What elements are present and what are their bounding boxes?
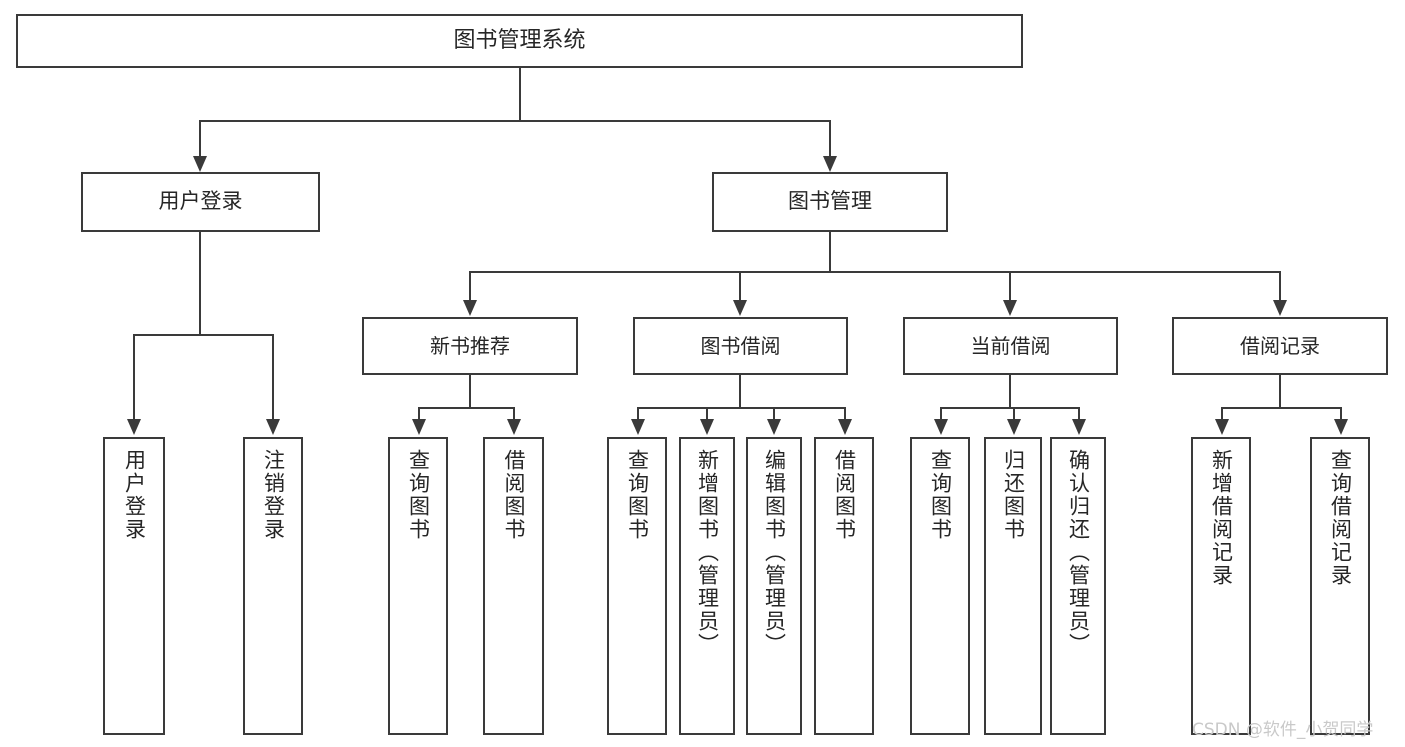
connector-root-stem <box>519 68 521 122</box>
node-book-manage[interactable]: 图书管理 <box>712 172 948 232</box>
connector-user-login-bar <box>133 334 273 336</box>
node-leaf-add-record[interactable]: 新增借阅记录 <box>1191 437 1251 735</box>
connector-to-book-manage <box>829 120 831 158</box>
node-leaf-add-book[interactable]: 新增图书（管理员） <box>679 437 735 735</box>
node-book-borrow-label: 图书借阅 <box>700 333 781 358</box>
node-leaf-query-book-1-label: 查询图书 <box>406 449 431 541</box>
node-leaf-query-book-1[interactable]: 查询图书 <box>388 437 448 735</box>
node-leaf-borrow-book-2-label: 借阅图书 <box>832 449 857 541</box>
node-leaf-confirm-return[interactable]: 确认归还（管理员） <box>1050 437 1106 735</box>
arrowhead-to-leaf-query-record <box>1334 419 1348 435</box>
connector-to-leaf-borrow-book-2 <box>844 407 846 421</box>
node-current-borrow[interactable]: 当前借阅 <box>903 317 1118 375</box>
node-leaf-query-record[interactable]: 查询借阅记录 <box>1310 437 1370 735</box>
node-leaf-borrow-book-2[interactable]: 借阅图书 <box>814 437 874 735</box>
arrowhead-to-leaf-query-book-1 <box>412 419 426 435</box>
node-leaf-borrow-book-1[interactable]: 借阅图书 <box>483 437 544 735</box>
node-leaf-return-book-label: 归还图书 <box>1001 449 1026 541</box>
connector-to-leaf-add-book <box>706 407 708 421</box>
node-new-book-recommend-label: 新书推荐 <box>430 333 510 358</box>
connector-level2-bar <box>469 271 1280 273</box>
connector-to-new-book-recommend <box>469 271 471 302</box>
node-leaf-query-book-2[interactable]: 查询图书 <box>607 437 667 735</box>
arrowhead-to-borrow-record <box>1273 300 1287 316</box>
node-book-borrow[interactable]: 图书借阅 <box>633 317 848 375</box>
connector-to-leaf-user-login <box>133 334 135 421</box>
arrowhead-to-leaf-borrow-book-2 <box>838 419 852 435</box>
connector-to-leaf-return-book <box>1013 407 1015 421</box>
arrowhead-to-leaf-user-login <box>127 419 141 435</box>
node-root-system-label: 图书管理系统 <box>453 27 586 53</box>
arrowhead-to-leaf-return-book <box>1007 419 1021 435</box>
connector-current-borrow-stem <box>1009 375 1011 408</box>
node-user-login-label: 用户登录 <box>158 189 243 214</box>
node-leaf-logout-label: 注销登录 <box>261 449 286 541</box>
arrowhead-to-leaf-borrow-book-1 <box>507 419 521 435</box>
node-leaf-logout[interactable]: 注销登录 <box>243 437 303 735</box>
arrowhead-to-user-login <box>193 156 207 172</box>
node-leaf-borrow-book-1-label: 借阅图书 <box>502 449 526 541</box>
connector-book-borrow-stem <box>739 375 741 408</box>
node-user-login[interactable]: 用户登录 <box>81 172 320 232</box>
connector-user-login-stem <box>199 232 201 334</box>
node-leaf-add-record-label: 新增借阅记录 <box>1209 449 1234 587</box>
arrowhead-to-leaf-edit-book <box>767 419 781 435</box>
arrowhead-to-leaf-add-book <box>700 419 714 435</box>
arrowhead-to-leaf-logout <box>266 419 280 435</box>
connector-to-current-borrow <box>1009 271 1011 302</box>
arrowhead-to-leaf-confirm-return <box>1072 419 1086 435</box>
node-leaf-query-book-2-label: 查询图书 <box>625 449 650 541</box>
node-leaf-query-book-3[interactable]: 查询图书 <box>910 437 970 735</box>
node-leaf-user-login[interactable]: 用户登录 <box>103 437 165 735</box>
node-leaf-user-login-label: 用户登录 <box>122 449 147 541</box>
connector-to-leaf-query-book-3 <box>940 407 942 421</box>
node-borrow-record-label: 借阅记录 <box>1240 333 1320 358</box>
arrowhead-to-book-manage <box>823 156 837 172</box>
connector-borrow-record-bar <box>1221 407 1340 409</box>
connector-to-leaf-logout <box>272 334 274 421</box>
connector-to-borrow-record <box>1279 271 1281 302</box>
node-leaf-query-book-3-label: 查询图书 <box>928 449 953 541</box>
node-leaf-edit-book[interactable]: 编辑图书（管理员） <box>746 437 802 735</box>
node-book-manage-label: 图书管理 <box>788 189 872 214</box>
node-leaf-query-record-label: 查询借阅记录 <box>1328 449 1353 587</box>
connector-to-user-login <box>199 120 201 158</box>
connector-book-borrow-bar <box>637 407 845 409</box>
arrowhead-to-current-borrow <box>1003 300 1017 316</box>
node-leaf-return-book[interactable]: 归还图书 <box>984 437 1042 735</box>
node-borrow-record[interactable]: 借阅记录 <box>1172 317 1388 375</box>
connector-to-leaf-confirm-return <box>1078 407 1080 421</box>
node-leaf-edit-book-label: 编辑图书（管理员） <box>762 449 787 656</box>
arrowhead-to-leaf-query-book-2 <box>631 419 645 435</box>
connector-to-leaf-query-book-1 <box>418 407 420 421</box>
node-leaf-add-book-label: 新增图书（管理员） <box>695 449 720 656</box>
connector-to-leaf-query-book-2 <box>637 407 639 421</box>
arrowhead-to-new-book-recommend <box>463 300 477 316</box>
connector-borrow-record-stem <box>1279 375 1281 408</box>
connector-current-borrow-bar <box>940 407 1078 409</box>
node-root-system[interactable]: 图书管理系统 <box>16 14 1023 68</box>
node-current-borrow-label: 当前借阅 <box>970 333 1051 358</box>
arrowhead-to-book-borrow <box>733 300 747 316</box>
connector-book-manage-stem <box>829 232 831 272</box>
node-new-book-recommend[interactable]: 新书推荐 <box>362 317 578 375</box>
arrowhead-to-leaf-add-record <box>1215 419 1229 435</box>
node-leaf-confirm-return-label: 确认归还（管理员） <box>1066 449 1091 656</box>
connector-new-book-recommend-bar <box>418 407 514 409</box>
connector-to-leaf-edit-book <box>773 407 775 421</box>
connector-level1-bar <box>199 120 830 122</box>
connector-to-leaf-borrow-book-1 <box>513 407 515 421</box>
connector-to-book-borrow <box>739 271 741 302</box>
connector-to-leaf-add-record <box>1221 407 1223 421</box>
connector-new-book-recommend-stem <box>469 375 471 408</box>
connector-to-leaf-query-record <box>1340 407 1342 421</box>
arrowhead-to-leaf-query-book-3 <box>934 419 948 435</box>
